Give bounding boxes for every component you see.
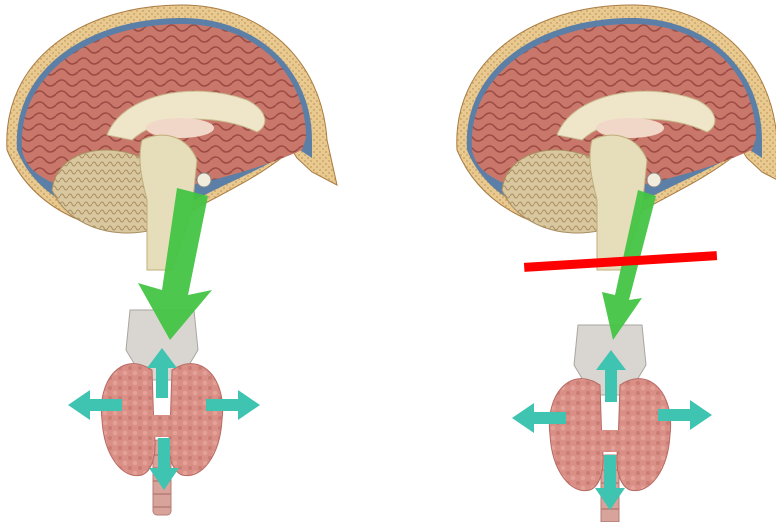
brain-sagittal-right bbox=[457, 5, 776, 270]
right-panel bbox=[457, 5, 776, 522]
left-panel bbox=[7, 5, 337, 515]
